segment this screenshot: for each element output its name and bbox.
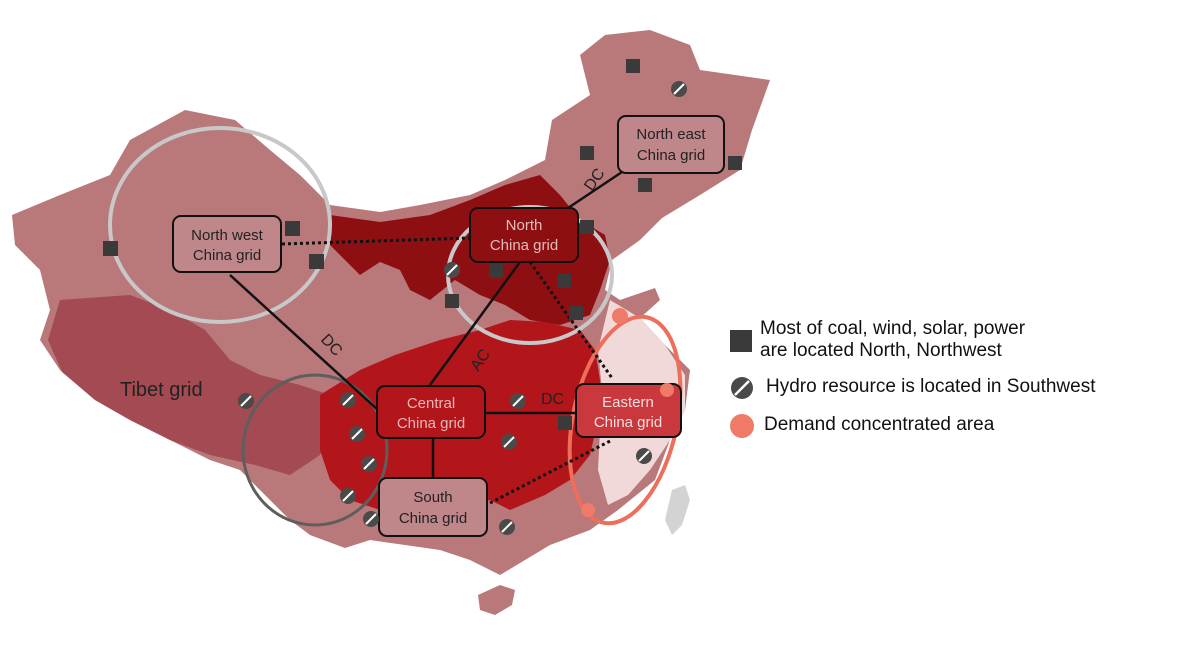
south-eastern-dotted-line (489, 438, 613, 505)
central-grid-box: Central China grid (376, 385, 486, 439)
northeast-grid-line2: China grid (637, 147, 705, 164)
demand-marker (581, 503, 595, 517)
coal-marker (626, 59, 640, 73)
northwest-grid-box: North west China grid (172, 215, 282, 273)
south-grid-box: South China grid (378, 477, 488, 537)
hydro-marker (443, 261, 461, 279)
legend-coal-line1: Most of coal, wind, solar, power (760, 318, 1026, 339)
legend-hydro-text: Hydro resource is located in Southwest (766, 376, 1096, 397)
eastern-grid-line2: China grid (594, 414, 662, 431)
coal-marker (103, 241, 118, 256)
hydro-marker (498, 518, 516, 536)
hydro-slash-icon (731, 377, 753, 399)
tibet-grid-label: Tibet grid (120, 379, 203, 401)
southwest-hydro-circle (241, 373, 389, 527)
demand-dot-icon (730, 414, 754, 438)
north-central-line (428, 261, 522, 386)
northwest-grid-line2: China grid (193, 247, 261, 264)
nw-north-dotted-line (281, 236, 471, 246)
eastern-grid-box: Eastern China grid (575, 383, 682, 438)
coal-marker (638, 178, 652, 192)
north-grid-box: North China grid (469, 207, 579, 263)
hydro-marker (509, 392, 527, 410)
taiwan-island (665, 485, 690, 535)
hydro-marker (339, 391, 357, 409)
south-grid-line1: South (413, 489, 452, 506)
central-grid-line1: Central (407, 395, 455, 412)
coal-marker (557, 274, 571, 288)
legend-demand-row: Demand concentrated area (730, 414, 1190, 438)
hydro-marker (362, 510, 380, 528)
coal-marker (558, 416, 572, 430)
grid-connections (229, 170, 623, 505)
eastern-grid-line1: Eastern (602, 394, 654, 411)
central-grid-line2: China grid (397, 415, 465, 432)
legend-coal-line2: are located North, Northwest (760, 340, 1002, 361)
demand-marker (612, 308, 628, 324)
northeast-grid-box: North east China grid (617, 115, 725, 174)
legend-demand-text: Demand concentrated area (764, 414, 995, 435)
coal-marker (728, 156, 742, 170)
hydro-marker (237, 392, 255, 410)
map-legend: Most of coal, wind, solar, power are loc… (730, 318, 1190, 452)
coal-marker (445, 294, 459, 308)
north-northeast-line (561, 170, 623, 214)
hainan-island (478, 585, 515, 615)
hydro-marker (348, 425, 366, 443)
coal-marker (569, 306, 583, 320)
coal-square-icon (730, 330, 752, 352)
legend-hydro-row: Hydro resource is located in Southwest (730, 376, 1190, 400)
nw-central-line (229, 274, 379, 411)
northwest-grid-line1: North west (191, 227, 264, 244)
coal-marker (580, 146, 594, 160)
central-eastern-connection-label: DC (541, 391, 564, 408)
south-grid-line2: China grid (399, 510, 467, 527)
coal-marker (580, 220, 594, 234)
hydro-marker (635, 447, 653, 465)
northeast-grid-line1: North east (636, 126, 706, 143)
north-grid-line1: North (506, 217, 543, 234)
northwest-resource-circle (108, 126, 332, 324)
coal-marker (489, 264, 503, 278)
demand-markers (581, 308, 674, 517)
hydro-marker (360, 455, 378, 473)
demand-marker (660, 383, 674, 397)
north-grid-line2: China grid (490, 237, 558, 254)
hydro-marker (670, 80, 688, 98)
hydro-marker (339, 487, 357, 505)
tibet-region (48, 295, 340, 475)
coal-marker (285, 221, 300, 236)
hydro-marker (500, 433, 518, 451)
coal-marker (309, 254, 324, 269)
legend-coal-text: Most of coal, wind, solar, power are loc… (760, 318, 1025, 362)
legend-coal-row: Most of coal, wind, solar, power are loc… (730, 318, 1190, 362)
coal-markers (103, 59, 742, 430)
